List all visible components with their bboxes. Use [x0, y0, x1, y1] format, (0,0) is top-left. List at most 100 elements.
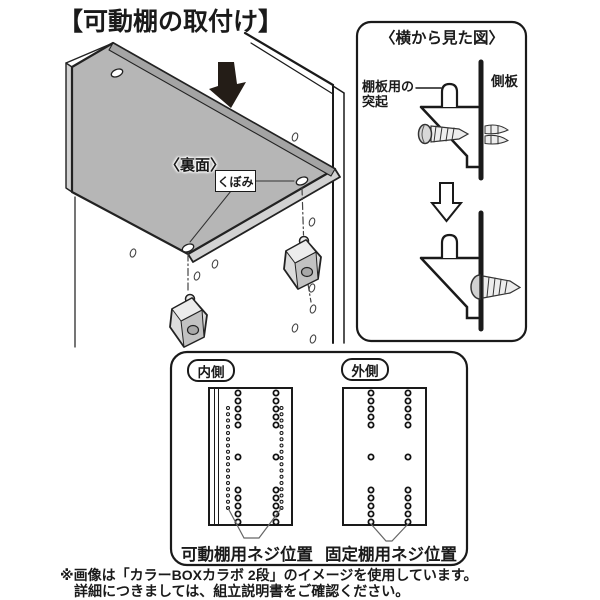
- outer-side-badge: 外側: [341, 358, 389, 381]
- down-arrow-icon: [429, 182, 464, 223]
- screw-hole: [279, 456, 284, 460]
- screw-hole: [272, 405, 280, 413]
- screw-hole: [404, 510, 412, 518]
- shelf-dimples: [110, 68, 309, 253]
- screw-hole: [226, 499, 230, 504]
- screw-position-box: [169, 350, 469, 567]
- screw-hole: [279, 474, 284, 479]
- page-title: 【可動棚の取付け】: [58, 8, 284, 36]
- screw-hole: [279, 418, 284, 423]
- fixed-shelf-screw-position-label: 固定棚用ネジ位置: [325, 546, 457, 564]
- screw-hole: [272, 421, 280, 429]
- cabinet-right-side-panel: [332, 84, 345, 344]
- shelf-peg-label-line1: 棚板用の: [362, 79, 415, 94]
- screw-hole: [404, 405, 412, 413]
- screw-hole: [234, 397, 242, 405]
- screw-hole: [367, 413, 375, 421]
- screw-hole: [234, 413, 242, 421]
- screw-hole: [226, 456, 230, 460]
- screw-hole: [272, 502, 280, 510]
- screw-hole: [272, 494, 280, 502]
- bracket-diagram-upper: [415, 59, 509, 181]
- shelf-support-peg-right: [283, 235, 322, 290]
- screw-hole: [279, 449, 284, 454]
- screw-hole: [226, 431, 230, 435]
- screw-hole: [367, 502, 375, 510]
- screw-hole: [404, 453, 412, 461]
- screw-hole: [404, 413, 412, 421]
- shelf-top-edge-band: [108, 42, 336, 177]
- screw-hole: [404, 421, 412, 429]
- screw-hole: [279, 412, 284, 417]
- side-panel-label: 側板: [491, 74, 518, 89]
- screw-hole: [279, 406, 284, 410]
- screw-hole: [367, 397, 375, 405]
- screw-hole: [367, 510, 375, 518]
- screw-hole: [404, 389, 412, 397]
- screw-hole: [404, 518, 412, 526]
- outer-panel-hole-diagram: [342, 387, 427, 526]
- screw-hole: [234, 486, 242, 494]
- screw-hole: [226, 468, 230, 473]
- shelf-peg-pin: [440, 82, 459, 109]
- position-pointer-lines: [227, 507, 409, 542]
- screw-hole: [226, 493, 230, 498]
- screw-icon-upper: [417, 123, 470, 145]
- screw-tip-through-panel: [484, 124, 509, 145]
- alignment-dash-lines: [187, 187, 312, 303]
- inner-side-badge: 内側: [187, 359, 235, 382]
- screw-hole: [234, 405, 242, 413]
- screw-hole: [272, 389, 280, 397]
- shelf-peg-label-line2: 突起: [362, 94, 389, 109]
- screw-icon-lower: [470, 274, 522, 300]
- shelf-board: [65, 41, 341, 263]
- screw-hole: [226, 418, 230, 423]
- insert-direction-arrow-icon: [209, 62, 246, 108]
- screw-hole: [234, 453, 242, 461]
- screw-hole: [234, 389, 242, 397]
- screw-hole: [226, 424, 230, 429]
- screw-hole: [367, 405, 375, 413]
- screw-hole: [279, 437, 284, 442]
- screw-hole: [234, 421, 242, 429]
- screw-hole: [367, 486, 375, 494]
- shelf-support-peg-left: [169, 293, 208, 348]
- back-face-label: 〈裏面〉: [164, 157, 225, 174]
- footer-note-line1: ※画像は「カラーBOXカラボ 2段」のイメージを使用しています。: [60, 567, 478, 583]
- screw-hole: [226, 406, 230, 410]
- panel-peg-holes: [129, 132, 317, 344]
- cabinet-top-panel-edge: [243, 31, 335, 95]
- screw-hole: [279, 481, 284, 485]
- main-shelf-diagram: [65, 31, 345, 348]
- screw-hole: [234, 494, 242, 502]
- inner-panel-hole-diagram: [208, 387, 293, 526]
- screw-hole: [279, 424, 284, 429]
- screw-hole: [279, 487, 284, 492]
- side-view-title: 〈横から見た図〉: [379, 30, 504, 47]
- screw-hole: [226, 487, 230, 492]
- screw-hole: [279, 443, 284, 448]
- dimple-label: くぼみ: [215, 170, 256, 192]
- screw-hole: [367, 518, 375, 526]
- screw-hole: [272, 413, 280, 421]
- screw-hole: [226, 462, 230, 467]
- screw-hole: [226, 474, 230, 479]
- screw-hole: [404, 502, 412, 510]
- screw-hole: [226, 481, 230, 485]
- screw-hole: [279, 468, 284, 473]
- screw-hole: [234, 502, 242, 510]
- screw-hole: [279, 499, 284, 504]
- screw-hole: [367, 389, 375, 397]
- side-view-box: [355, 20, 528, 343]
- screw-hole: [404, 397, 412, 405]
- screw-hole: [367, 494, 375, 502]
- screw-hole: [404, 494, 412, 502]
- screw-hole: [272, 397, 280, 405]
- shelf-peg-pin: [440, 233, 459, 260]
- screw-hole: [367, 421, 375, 429]
- screw-hole: [226, 437, 230, 442]
- shelf-peg-label: 棚板用の 突起: [362, 79, 414, 109]
- screw-hole: [279, 431, 284, 435]
